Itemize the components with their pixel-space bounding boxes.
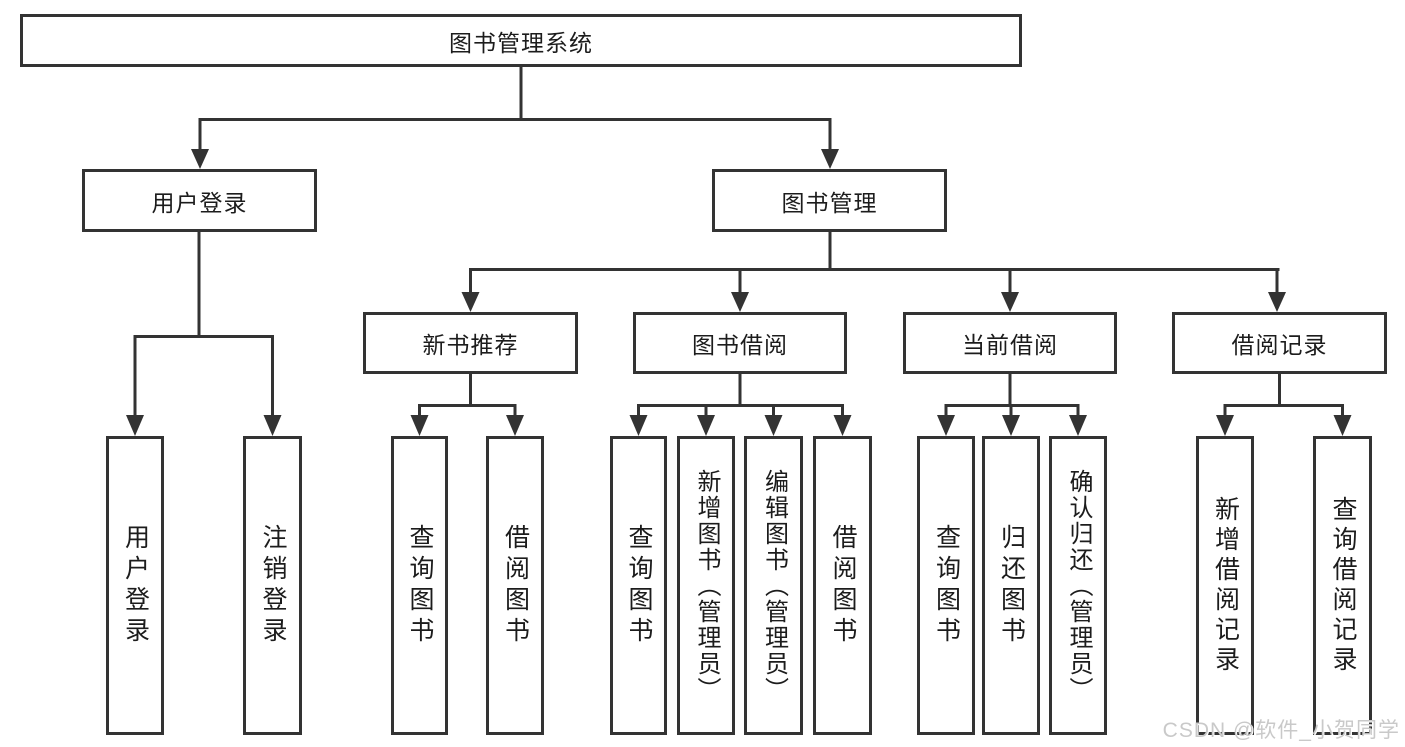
- node-new-book-recommend-label: 新书推荐: [422, 332, 519, 358]
- leaf-user-login: 用户登录: [106, 436, 164, 735]
- node-new-book-recommend: 新书推荐: [363, 312, 578, 374]
- csdn-watermark: CSDN @软件_小贺同学: [1162, 719, 1400, 742]
- leaf-borrowing-query-books: 查询图书: [610, 436, 667, 735]
- leaf-return-books-label: 归还图书: [997, 523, 1026, 648]
- leaf-confirm-return-admin-label: 确认归还（管理员）: [1065, 468, 1092, 703]
- connector-arrowheads: [126, 149, 1352, 436]
- node-book-management-label: 图书管理: [781, 189, 878, 216]
- leaf-recommend-query-books: 查询图书: [391, 436, 448, 735]
- leaf-edit-books-admin: 编辑图书（管理员）: [744, 436, 803, 735]
- leaf-recommend-query-books-label: 查询图书: [406, 523, 434, 648]
- node-book-management: 图书管理: [712, 169, 947, 232]
- node-borrowing-records: 借阅记录: [1172, 312, 1387, 374]
- leaf-add-borrow-record-label: 新增借阅记录: [1211, 495, 1240, 676]
- leaf-current-query-books-label: 查询图书: [932, 523, 961, 648]
- node-user-login-label: 用户登录: [151, 189, 248, 216]
- node-user-login: 用户登录: [82, 169, 317, 232]
- leaf-confirm-return-admin: 确认归还（管理员）: [1049, 436, 1107, 735]
- leaf-user-login-label: 用户登录: [121, 523, 150, 648]
- leaf-edit-books-admin-label: 编辑图书（管理员）: [760, 468, 788, 703]
- leaf-borrowing-borrow-books: 借阅图书: [813, 436, 872, 735]
- leaf-return-books: 归还图书: [982, 436, 1040, 735]
- node-current-borrowing: 当前借阅: [903, 312, 1117, 374]
- leaf-recommend-borrow-books-label: 借阅图书: [501, 523, 530, 648]
- leaf-borrowing-borrow-books-label: 借阅图书: [829, 523, 857, 648]
- node-current-borrowing-label: 当前借阅: [962, 332, 1058, 358]
- leaf-recommend-borrow-books: 借阅图书: [486, 436, 544, 735]
- leaf-query-borrow-record: 查询借阅记录: [1313, 436, 1372, 735]
- leaf-add-books-admin: 新增图书（管理员）: [677, 436, 735, 735]
- leaf-query-borrow-record-label: 查询借阅记录: [1329, 495, 1357, 676]
- leaf-logout: 注销登录: [243, 436, 302, 735]
- node-book-borrowing: 图书借阅: [633, 312, 847, 374]
- node-library-system-label: 图书管理系统: [449, 29, 593, 56]
- leaf-current-query-books: 查询图书: [917, 436, 975, 735]
- leaf-add-books-admin-label: 新增图书（管理员）: [693, 468, 720, 703]
- leaf-borrowing-query-books-label: 查询图书: [625, 523, 653, 648]
- leaf-add-borrow-record: 新增借阅记录: [1196, 436, 1254, 735]
- node-book-borrowing-label: 图书借阅: [692, 332, 788, 358]
- node-library-system: 图书管理系统: [20, 14, 1022, 67]
- leaf-logout-label: 注销登录: [259, 523, 287, 648]
- node-borrowing-records-label: 借阅记录: [1231, 332, 1328, 358]
